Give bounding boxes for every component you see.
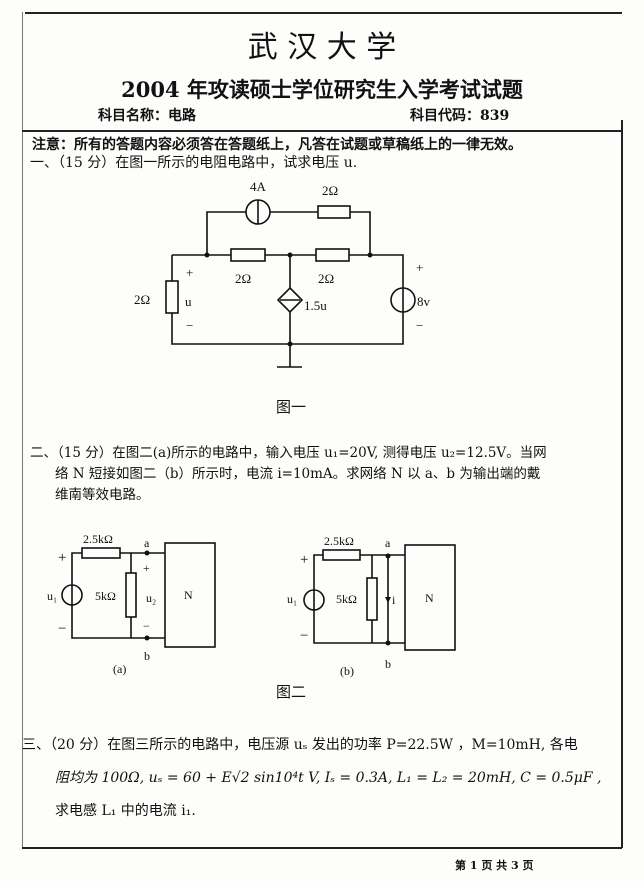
minus-u1: − [58,621,66,637]
caption-a: (a) [113,662,126,676]
resistor-mid-right [315,248,350,262]
label-r-left: 2Ω [134,292,150,307]
caption-b: (b) [340,664,354,678]
plus-u1-b: + [300,552,308,568]
label-1-5u: 1.5u [304,298,327,313]
label-r-mid-right: 2Ω [318,271,334,286]
label-u2: u₂ [146,591,156,605]
label-r-mid-left: 2Ω [235,271,251,286]
minus-u2: − [143,619,150,633]
dependent-source-icon [276,286,304,314]
label-r2: 5kΩ [95,589,116,603]
q2-line3: 维南等效电路。 [55,487,150,503]
exam-title: 2004 年攻读硕士学位研究生入学考试试题 [121,77,523,102]
subject-name: 科目名称：电路 [98,108,196,124]
subject-code: 科目代码：839 [410,108,510,124]
university-name: 武 汉 大 学 [247,30,397,65]
left-border [22,12,23,848]
header-rule [22,130,622,132]
minus-8v: − [416,318,423,333]
figure-2a: 2.5kΩ a + − u₁ 5kΩ + u₂ − N b (a) [47,532,216,676]
label-8v: 8v [417,294,431,309]
caption-fig1: 图一 [276,399,306,416]
label-r-top: 2Ω [322,183,338,198]
minus-u1-b: − [300,628,308,644]
label-u1-b: u₁ [287,592,297,606]
page-number: 第 1 页 共 3 页 [455,859,534,872]
q1-text: 一、（15 分）在图一所示的电阻电路中，试求电压 u. [30,155,358,171]
label-n: N [184,588,193,602]
label-i: i [392,593,396,607]
notice: 注意：所有的答题内容必须答在答题纸上，凡答在试题或草稿纸上的一律无效。 [32,137,522,153]
figure-2b: 2.5kΩ a + − u₁ 5kΩ i N b (b) [287,534,456,678]
label-r1-a: 2.5kΩ [83,532,113,546]
q3-line1: 三、（20 分）在图三所示的电路中，电压源 uₛ 发出的功率 P=22.5W ，… [22,737,578,753]
plus-u2: + [143,561,150,575]
label-node-a: a [144,536,150,550]
network-n-box [164,542,216,648]
q3-line3: 求电感 L₁ 中的电流 i₁. [55,803,196,819]
top-rule [25,12,622,14]
q2-line1: 二、（15 分）在图二(a)所示的电路中，输入电压 u₁=20V, 测得电压 u… [30,445,547,461]
label-u: u [185,294,192,309]
network-n-box-b [404,544,456,651]
resistor-top [317,205,351,219]
label-r2-b: 5kΩ [336,592,357,606]
caption-fig2: 图二 [276,684,306,701]
label-4a: 4A [250,179,267,194]
minus-u: − [186,318,193,333]
plus-u1: + [58,550,66,566]
resistor-mid-left [230,248,266,262]
q2-line2: 络 N 短接如图二（b）所示时，电流 i=10mA。求网络 N 以 a、b 为输… [55,466,541,482]
plus-u: + [186,265,193,280]
bottom-rule [22,847,622,849]
label-node-a-b: a [385,536,391,550]
label-r1-b: 2.5kΩ [324,534,354,548]
plus-8v: + [416,260,423,275]
label-u1: u₁ [47,589,57,603]
label-node-b-b: b [385,657,391,671]
resistor-left [165,280,179,314]
figure-1: 4A 2Ω 2Ω 2Ω 2Ω + u − 1.5u + 8v − 图一 [134,179,431,416]
label-n-b: N [425,591,434,605]
q3-line2: 阻均为 100Ω, uₛ = 60 + E√2 sin10⁴t V, Iₛ = … [55,770,602,786]
label-node-b: b [144,649,150,663]
right-border [621,120,623,848]
